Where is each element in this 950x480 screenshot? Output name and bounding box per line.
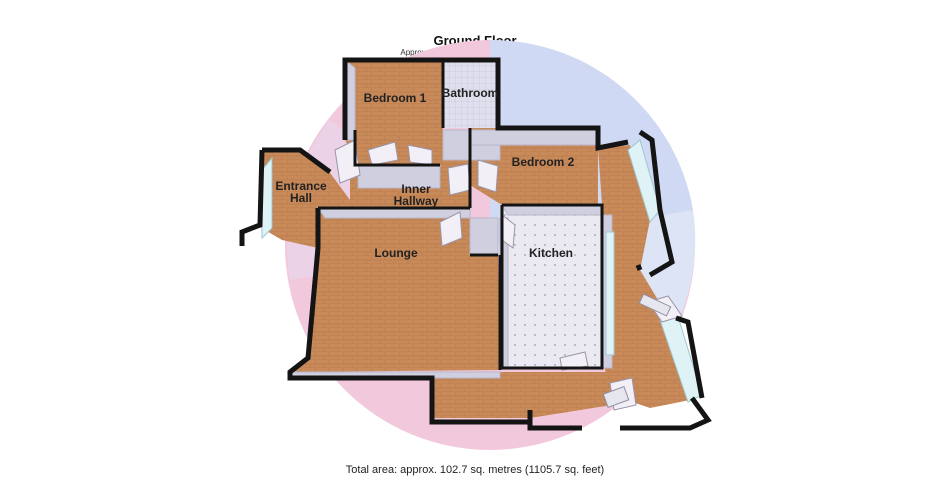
label-inner-hallway-line1: Inner [401, 182, 431, 196]
lounge-floor [290, 208, 500, 372]
bedroom-1-floor [345, 60, 443, 165]
walls [239, 57, 712, 431]
bathroom-floor [443, 60, 498, 128]
label-entrance-hall-line2: Hall [290, 191, 312, 205]
total-area-caption: Total area: approx. 102.7 sq. metres (11… [345, 464, 605, 476]
kitchen-floor [502, 205, 602, 368]
label-bedroom-1: Bedroom 1 [364, 91, 427, 105]
bedroom-2-floor [470, 128, 598, 205]
label-entrance-hall-line1: Entrance [275, 179, 327, 193]
label-bathroom: Bathroom [442, 86, 499, 100]
label-kitchen: Kitchen [529, 246, 573, 260]
windows [261, 139, 703, 403]
interior-walls [318, 60, 604, 370]
floor-surfaces [258, 60, 690, 418]
right-corridor-floor [598, 145, 690, 408]
label-bedroom-2: Bedroom 2 [512, 155, 575, 169]
bottom-corridor-floor [432, 372, 612, 418]
entrance-hall-floor [258, 152, 350, 248]
label-inner-hallway-line2: Hallway [394, 194, 439, 208]
radiator-fixtures [602, 293, 672, 408]
label-lounge: Lounge [374, 246, 418, 260]
